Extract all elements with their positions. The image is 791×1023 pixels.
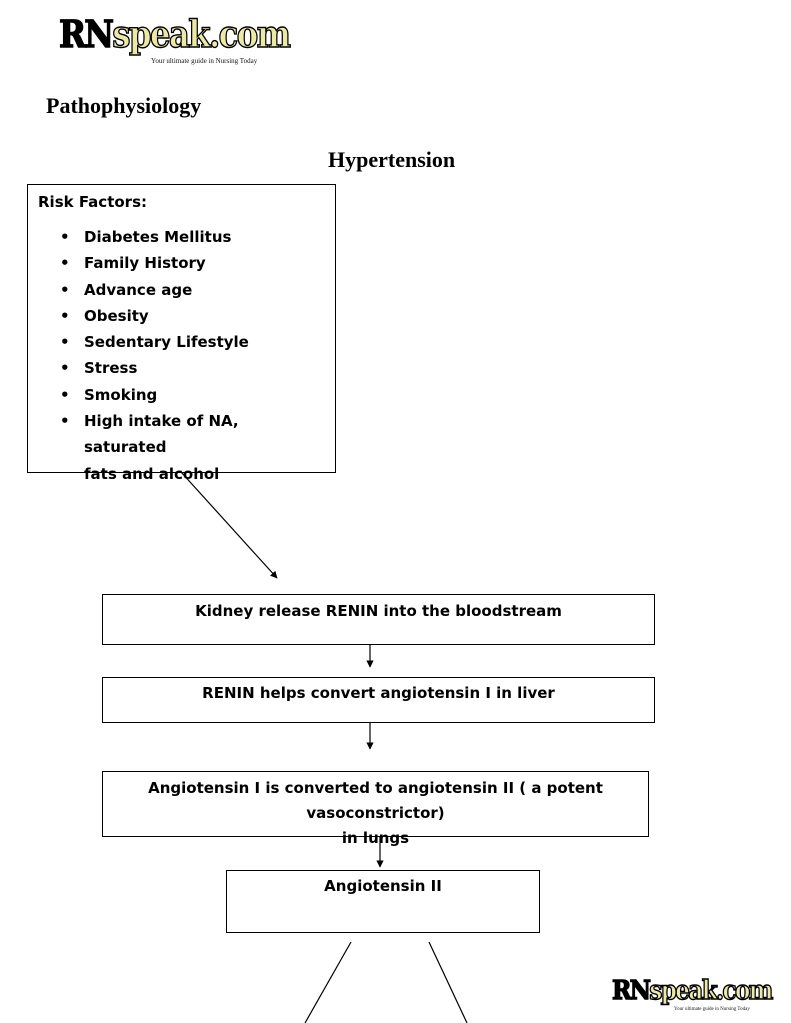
logo-speak: speak.com: [649, 975, 774, 1006]
logo-tagline: Your ultimate guide in Nursing Today: [674, 1007, 750, 1012]
risk-factors-list: •Diabetes Mellitus •Family History •Adva…: [38, 224, 325, 487]
bullet-icon: •: [60, 333, 70, 352]
bullet-icon: •: [60, 306, 70, 325]
logo-bottom: RNspeak.com Your ultimate guide in Nursi…: [611, 975, 789, 1012]
bullet-icon: •: [60, 412, 70, 431]
bullet-icon: •: [60, 254, 70, 273]
logo-tagline: Your ultimate guide in Nursing Today: [151, 57, 258, 65]
logo-rn: RN: [611, 975, 651, 1006]
bullet-icon: •: [60, 359, 70, 378]
list-item: •Obesity: [38, 303, 325, 329]
risk-factors-box: Risk Factors: •Diabetes Mellitus •Family…: [27, 184, 336, 483]
bullet-icon: •: [60, 385, 70, 404]
flow-step-renin-release: Kidney release RENIN into the bloodstrea…: [102, 594, 655, 645]
page-title: Hypertension: [328, 147, 456, 172]
list-item: •Sedentary Lifestyle: [38, 329, 325, 355]
arrow-risk-to-kidney: [180, 471, 278, 579]
branch-line-right: [428, 941, 468, 1023]
list-item-continuation: fats and alcohol: [84, 464, 220, 483]
list-item: •Smoking: [38, 382, 325, 408]
logo-speak: speak.com: [112, 11, 292, 56]
flow-step-angiotensin-ii: Angiotensin II: [226, 870, 540, 933]
list-item: •Diabetes Mellitus: [38, 224, 325, 250]
logo-rn: RN: [58, 11, 114, 56]
flow-step3-line1: Angiotensin I is converted to angiotensi…: [148, 779, 603, 822]
flow-step-renin-convert: RENIN helps convert angiotensin I in liv…: [102, 677, 655, 723]
branch-line-left: [304, 941, 352, 1023]
section-title: Pathophysiology: [46, 93, 202, 118]
list-item: •Family History: [38, 250, 325, 276]
logo-top: RNspeak.com Your ultimate guide in Nursi…: [58, 11, 321, 65]
bullet-icon: •: [60, 280, 70, 299]
list-item: •Advance age: [38, 277, 325, 303]
flow-step3-line2: in lungs: [341, 829, 410, 847]
bullet-icon: •: [60, 228, 70, 246]
risk-factors-heading: Risk Factors:: [38, 193, 147, 211]
list-item: •Stress: [38, 355, 325, 381]
list-item: •High intake of NA, saturated: [38, 408, 325, 461]
flow-step-angiotensin-conversion: Angiotensin I is converted to angiotensi…: [102, 771, 649, 847]
